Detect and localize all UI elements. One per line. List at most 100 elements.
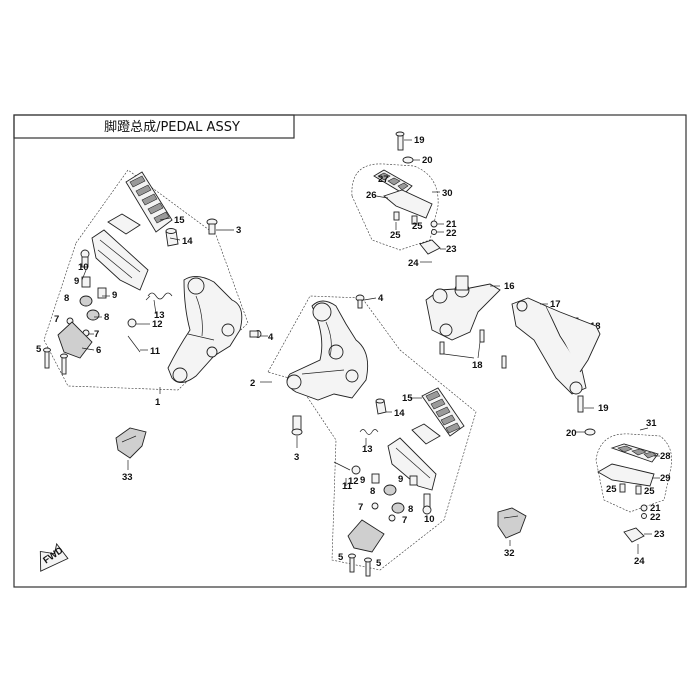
split-pin-left-11: [127, 335, 141, 353]
spring-center-13: [359, 429, 379, 435]
callout-5a: 5: [36, 344, 42, 355]
assembly-31-outline: [595, 433, 672, 513]
heel-guard-center-32: [497, 507, 527, 539]
bushing-center-9b: [409, 475, 418, 486]
washer-left-12: [127, 318, 137, 328]
callout-7b: 7: [94, 329, 99, 340]
heel-plate-center: [347, 519, 385, 553]
callout-22a: 22: [446, 228, 457, 239]
footpeg-body-top-26: [383, 189, 433, 219]
callout-21a: 21: [446, 219, 457, 230]
bolt-center-10: [422, 493, 432, 515]
fwd-arrow-icon: [39, 542, 69, 572]
callout-3b: 3: [294, 452, 299, 463]
callout-16: 16: [504, 281, 515, 292]
callout-28: 28: [660, 451, 671, 462]
callout-21b: 21: [650, 503, 661, 514]
footpeg-rubber-left: [125, 171, 173, 233]
plate-center: [411, 423, 441, 445]
passenger-bracket-16: [425, 275, 501, 341]
bolt-left-10: [80, 249, 90, 268]
callout-4a: 4: [268, 332, 274, 343]
bushing-left-9: [81, 276, 107, 299]
washer-center-12: [351, 465, 361, 475]
callout-8d: 8: [408, 504, 413, 515]
callout-20b: 20: [566, 428, 577, 439]
footpeg-body-right-29: [597, 463, 655, 487]
callout-7a: 7: [54, 314, 59, 325]
callout-6: 6: [96, 345, 101, 356]
nut-right-21: [640, 504, 648, 512]
footpeg-rubber-center: [421, 387, 465, 437]
clip-top-23: [419, 239, 441, 255]
callout-10a: 10: [78, 262, 89, 273]
callout-19b: 19: [598, 403, 609, 414]
callout-1: 1: [155, 397, 161, 408]
damper-left-8: [79, 295, 100, 321]
washer-right-22: [641, 513, 647, 519]
callout-22b: 22: [650, 512, 661, 523]
damper-center-8b: [391, 502, 405, 514]
callout-33: 33: [122, 472, 133, 483]
callout-9c: 9: [360, 475, 365, 486]
callout-19a: 19: [414, 135, 425, 146]
assembly-30-outline: [351, 163, 439, 251]
callout-20a: 20: [422, 155, 433, 166]
callout-5b: 5: [338, 552, 344, 563]
damper-center-8a: [383, 484, 397, 496]
callout-18a: 18: [472, 360, 483, 371]
callout-27: 27: [378, 174, 389, 185]
bolt-left-4: [249, 330, 262, 338]
bushing-top-25a: [393, 211, 400, 221]
callout-25a: 25: [390, 230, 401, 241]
bolt-center-3: [291, 415, 303, 436]
bushing-top-25b: [411, 215, 418, 225]
callout-15b: 15: [402, 393, 413, 404]
main-bracket-center: [286, 300, 369, 401]
washer-center-7b: [388, 514, 396, 522]
callout-23b: 23: [654, 529, 665, 540]
plate-left: [107, 213, 141, 235]
callout-9b: 9: [112, 290, 117, 301]
split-pin-center-11: [333, 461, 351, 471]
callout-5c: 5: [376, 558, 382, 569]
callout-24b: 24: [634, 556, 645, 567]
bolt-right-18c: [501, 355, 507, 369]
passenger-bracket-17: [511, 297, 601, 395]
callout-14a: 14: [182, 236, 193, 247]
callout-24a: 24: [408, 258, 419, 269]
footpeg-bracket-left: [91, 229, 149, 291]
callout-8b: 8: [104, 312, 109, 323]
heel-guard-left-33: [115, 427, 147, 459]
callout-9a: 9: [74, 276, 79, 287]
bolt-center-4: [355, 294, 365, 309]
bolt-top-19: [395, 131, 405, 151]
callout-12a: 12: [152, 319, 163, 330]
bolt-right-18b: [479, 329, 485, 343]
callout-14b: 14: [394, 408, 405, 419]
footpeg-rubber-right-28: [610, 443, 659, 463]
assembly-2-outline: [267, 295, 477, 571]
bushing-center-9a: [371, 473, 380, 484]
bolt-right-19: [577, 395, 584, 413]
callout-23a: 23: [446, 244, 457, 255]
diagram-frame: [13, 114, 687, 588]
callout-11b: 11: [342, 481, 353, 492]
pin-center-14: [375, 398, 387, 415]
heel-plate-left: [57, 321, 93, 359]
main-bracket-left: [167, 276, 243, 383]
footpeg-bracket-center: [387, 437, 437, 491]
bushing-right-25b: [635, 485, 642, 495]
callout-12b: 12: [348, 476, 359, 487]
callout-13b: 13: [362, 444, 373, 455]
washer-center-7a: [371, 502, 379, 510]
washer-right-20: [584, 428, 596, 436]
callout-31: 31: [646, 418, 657, 429]
callout-9d: 9: [398, 474, 403, 485]
callout-8a: 8: [64, 293, 69, 304]
bolt-right-18a: [439, 341, 445, 355]
callout-8c: 8: [370, 486, 375, 497]
bushing-right-25a: [619, 483, 626, 493]
callout-13a: 13: [154, 310, 165, 321]
callout-25d: 25: [644, 486, 655, 497]
